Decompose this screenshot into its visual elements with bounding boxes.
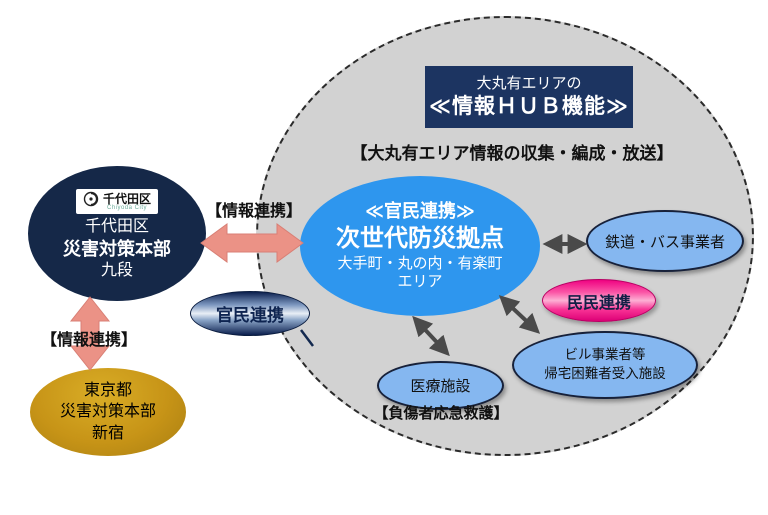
kanmin-renkei-badge: 官民連携 [190,291,310,336]
building-node-line1: ビル事業者等 [564,347,646,363]
chiyoda-crest-icon [83,191,99,212]
tokyo-line1: 東京都 [83,381,132,399]
next-gen-disaster-hub-ellipse: ≪官民連携≫ 次世代防災拠点 大手町・丸の内・有楽町 エリア [300,176,540,316]
hub-function-title-box: 大丸有エリアの ≪情報ＨＵＢ機能≫ [425,66,633,128]
chiyoda-city-logo: 千代田区 Chiyoda City [75,189,158,214]
info-link-label-bottom: 【情報連携】 [40,332,137,349]
minmin-renkei-badge: 民民連携 [542,279,656,322]
building-node-line2: 帰宅困難者受入施設 [544,366,666,381]
chiyoda-line1: 千代田区 [84,218,149,235]
hub-title-line2: ≪情報ＨＵＢ機能≫ [429,94,629,118]
chiyoda-hq-ellipse: 千代田区 Chiyoda City 千代田区 災害対策本部 九段 [28,166,206,301]
chiyoda-logo-subtitle: Chiyoda City [106,204,147,211]
kanmin-badge-label: 官民連携 [216,306,284,325]
medical-facility-ellipse: 医療施設 [377,361,504,410]
tokyo-line2: 災害対策本部 [59,403,156,421]
hub-title-line1: 大丸有エリアの [476,75,582,93]
info-link-label-left: 【情報連携】 [205,203,302,220]
railway-bus-operators-ellipse: 鉄道・バス事業者 [586,210,744,272]
center-hub-line4: エリア [397,273,443,291]
center-hub-line1: ≪官民連携≫ [365,201,475,222]
medical-caption: 【負傷者応急救護】 [373,405,509,422]
railway-node-label: 鉄道・バス事業者 [604,233,725,251]
hub-subtitle: 【大丸有エリア情報の収集・編成・放送】 [350,144,674,163]
chiyoda-line3: 九段 [100,262,133,280]
chiyoda-logo-title: 千代田区 [102,191,151,206]
center-hub-line3: 大手町・丸の内・有楽町 [337,254,503,272]
building-operators-ellipse: ビル事業者等 帰宅困難者受入施設 [512,331,698,399]
minmin-badge-label: 民民連携 [566,294,631,312]
medical-node-label: 医療施設 [410,378,471,395]
center-hub-line2: 次世代防災拠点 [336,224,504,252]
tokyo-line3: 新宿 [91,424,124,442]
chiyoda-line2: 災害対策本部 [63,238,171,259]
tokyo-hq-ellipse: 東京都 災害対策本部 新宿 [30,368,186,456]
